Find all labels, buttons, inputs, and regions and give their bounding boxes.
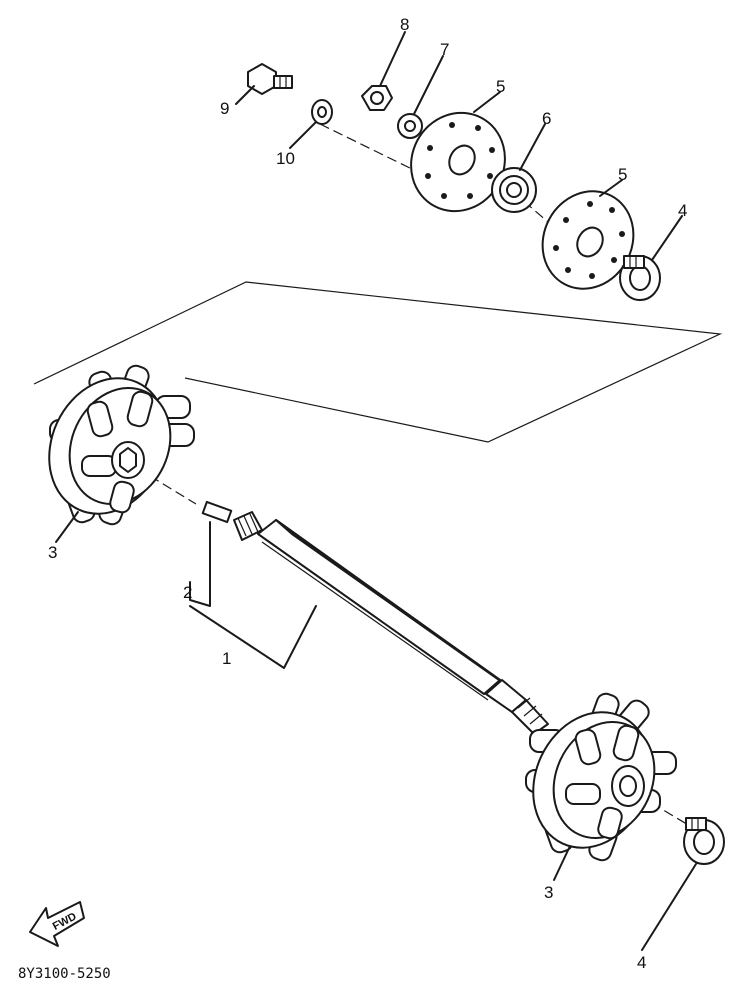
callout-3-right: 3 — [544, 883, 553, 902]
callout-5-lower: 5 — [618, 165, 627, 184]
sprocket-part-3-left — [48, 364, 195, 526]
hub-assembly-bracket — [33, 281, 723, 443]
callout-3-left: 3 — [48, 543, 57, 562]
callout-5-upper: 5 — [496, 77, 505, 96]
callout-7: 7 — [440, 40, 449, 59]
callout-6: 6 — [542, 109, 551, 128]
callout-9: 9 — [220, 99, 229, 118]
drive-shaft-part-1 — [233, 511, 549, 735]
key-pin-part-2 — [201, 500, 233, 524]
callout-8: 8 — [400, 15, 409, 34]
callout-4-upper: 4 — [678, 201, 687, 220]
drawing-code: 8Y3100-5250 — [18, 966, 111, 982]
bearing-part-6 — [491, 167, 537, 213]
washer-part-10 — [311, 99, 333, 125]
callout-1: 1 — [222, 649, 231, 668]
lock-washer-part-7 — [397, 113, 423, 139]
nut-part-8 — [361, 85, 393, 111]
callout-10: 10 — [276, 149, 295, 168]
collar-clamp-part-4-upper — [619, 255, 661, 301]
collar-clamp-part-4-lower — [683, 817, 725, 865]
fwd-arrow-icon: FWD — [29, 901, 85, 947]
leader-lines — [55, 31, 697, 951]
bolt-part-9 — [247, 63, 293, 95]
callout-4-lower: 4 — [637, 953, 646, 972]
callout-2: 2 — [183, 583, 192, 602]
sprocket-part-3-right — [525, 692, 677, 862]
flange-plate-part-5-lower — [541, 190, 635, 290]
